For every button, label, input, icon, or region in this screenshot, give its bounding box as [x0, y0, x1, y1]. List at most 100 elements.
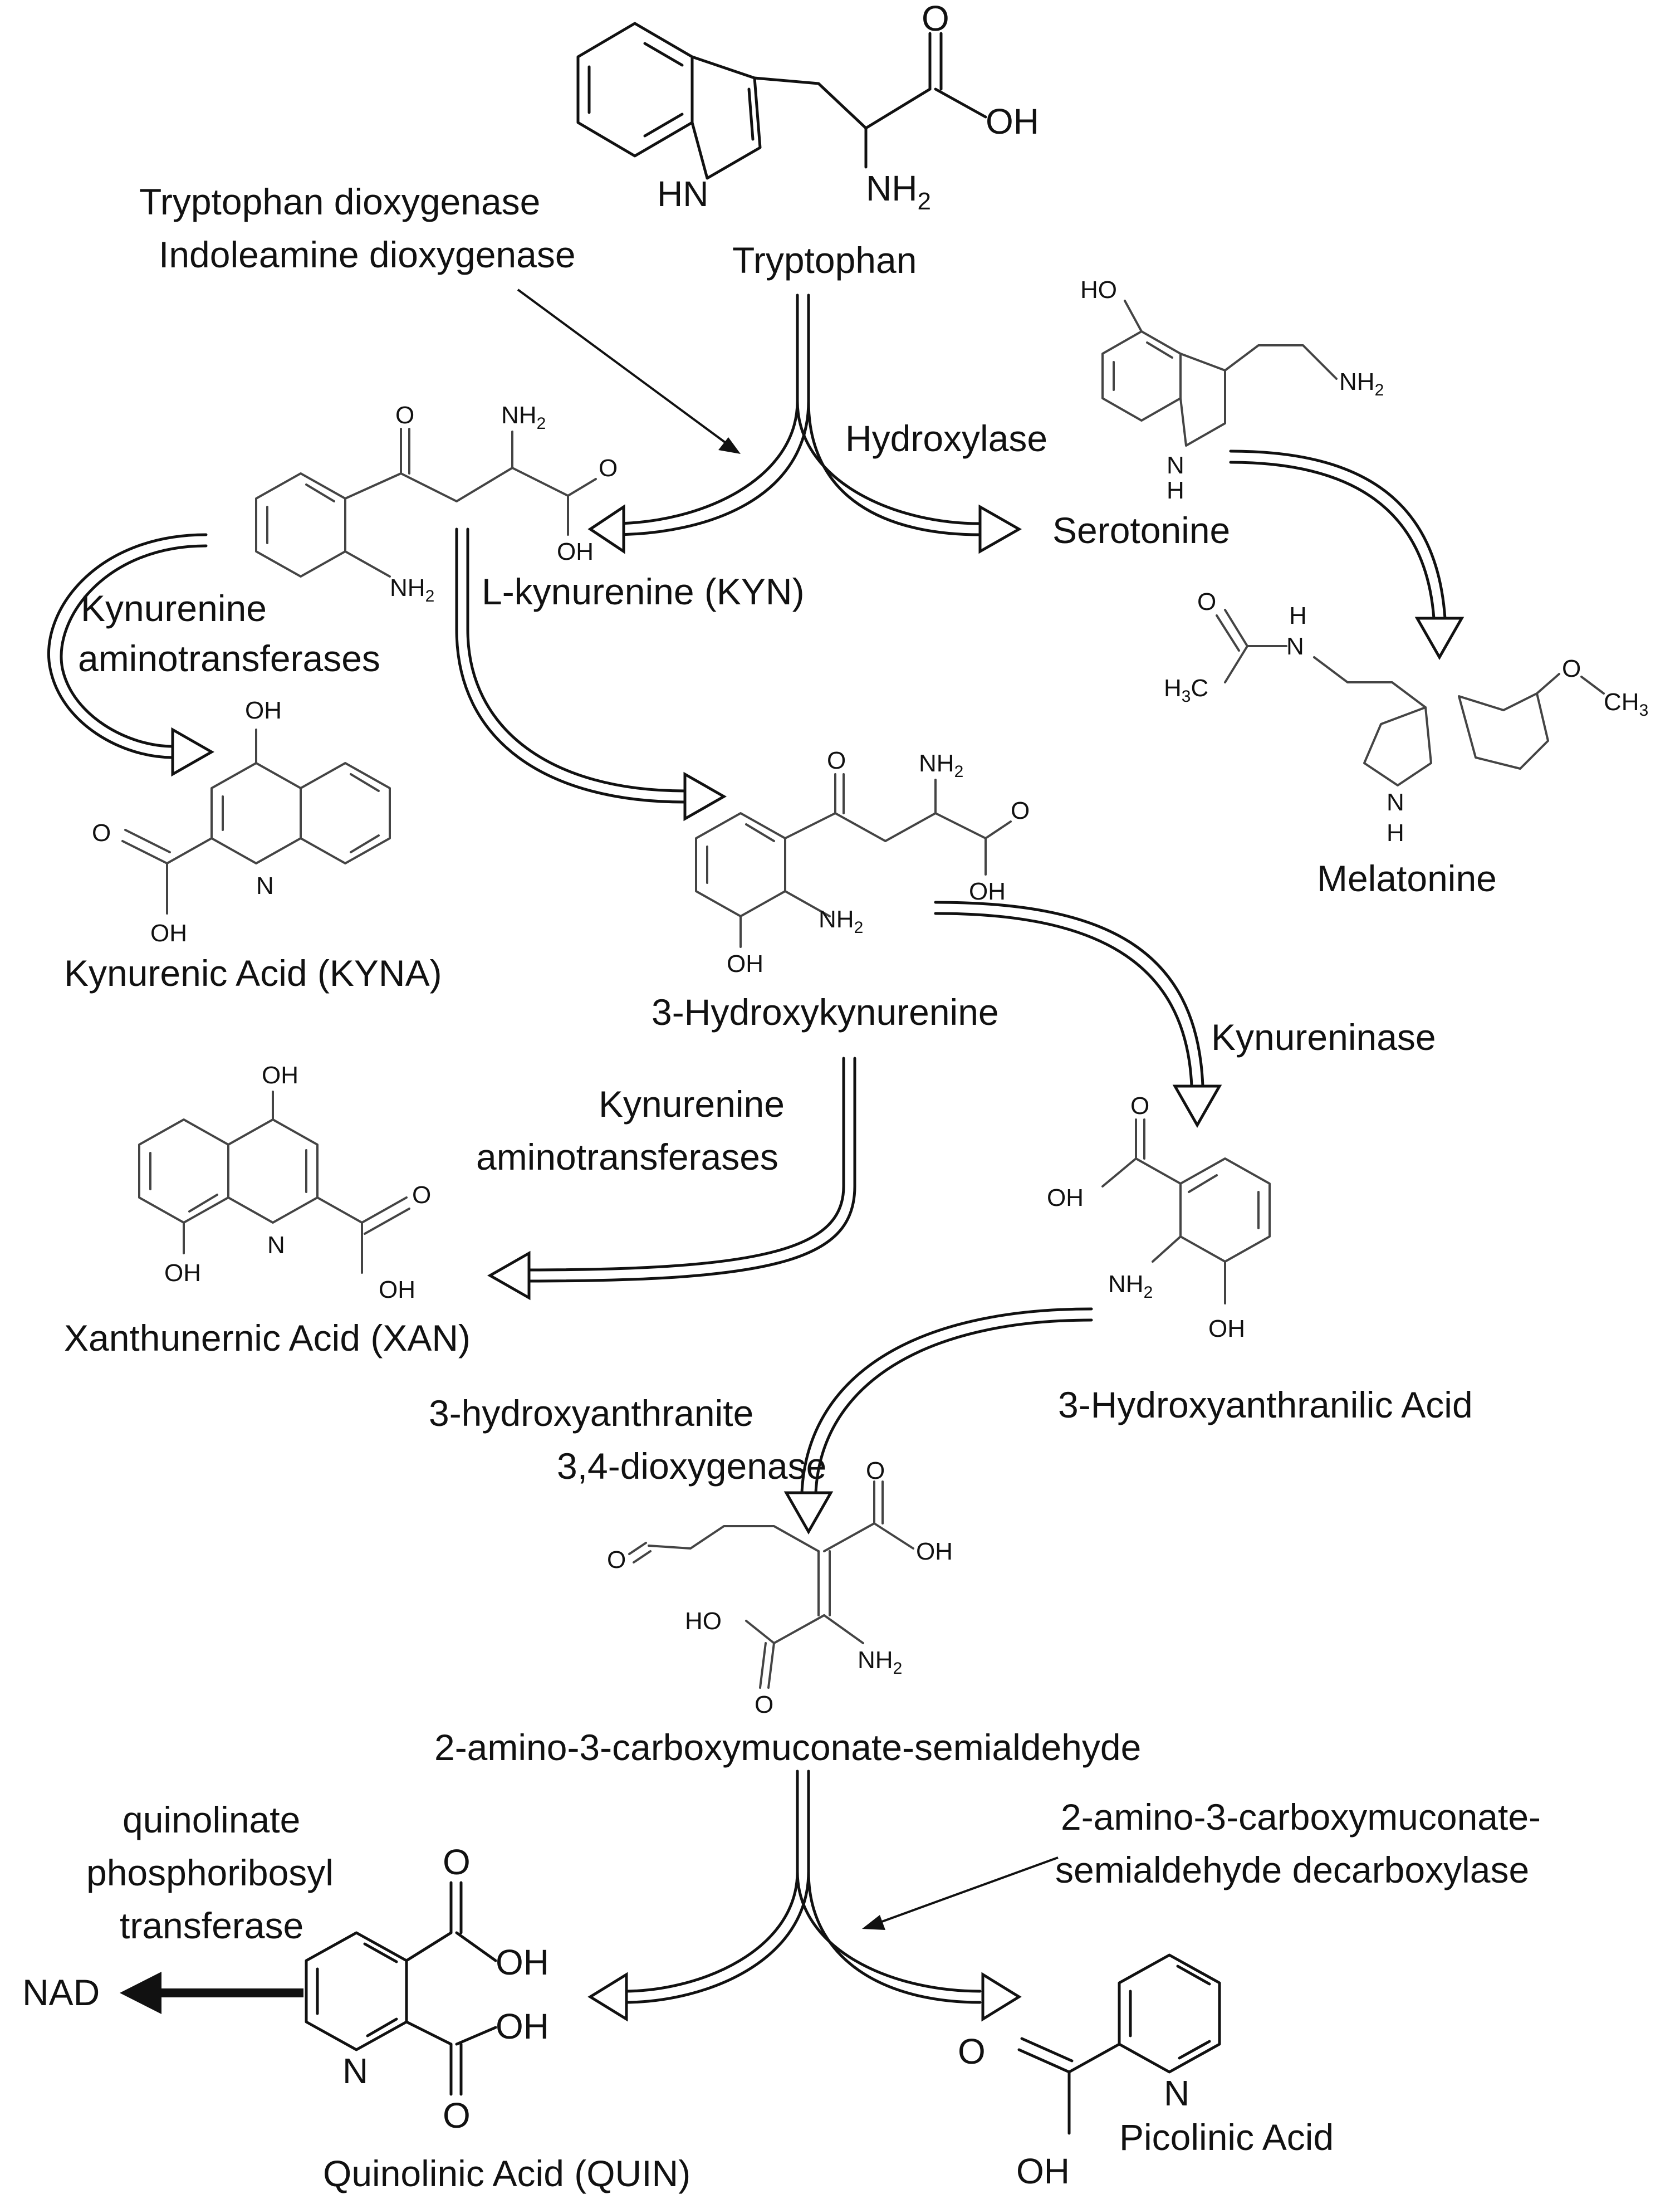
picolinic-acid-label: Picolinic Acid [1119, 2117, 1334, 2158]
svg-text:NH2: NH2 [390, 574, 434, 605]
atom-subscript: 2 [854, 918, 864, 937]
branch-arrow-tryptophan [587, 294, 1022, 554]
quinolinic-acid-label: Quinolinic Acid (QUIN) [323, 2153, 690, 2194]
enzyme-hydroxylase: Hydroxylase [845, 418, 1047, 459]
svg-text:H3C: H3C [1164, 675, 1208, 706]
atom-label: N [267, 1232, 285, 1259]
melatonine-label: Melatonine [1317, 858, 1497, 899]
atom-label: H [1289, 602, 1307, 629]
enzyme-kat1-line2: aminotransferases [78, 638, 380, 679]
atom-label: OH [557, 538, 594, 565]
atom-subscript: 2 [893, 1659, 903, 1678]
atom-label: NH [919, 750, 954, 777]
atom-label: N [1286, 633, 1304, 660]
pointer-acmsd [874, 1856, 1059, 1926]
svg-text:NH2: NH2 [1339, 368, 1384, 399]
atom-label: OH [496, 1942, 549, 1982]
atom-label: NH [819, 906, 854, 933]
atom-label: N [342, 2051, 368, 2091]
atom-label: N [1167, 452, 1184, 479]
atom-label: O [1130, 1092, 1149, 1120]
arrow-3hk-3haa [934, 901, 1222, 1128]
atom-label: N [256, 872, 274, 900]
atom-label: OH [262, 1062, 298, 1089]
atom-label: O [1562, 655, 1581, 682]
atom-label: NH [1108, 1270, 1144, 1298]
atom-label: N [1164, 2073, 1189, 2113]
enzyme-kat1-line1: Kynurenine [81, 588, 267, 629]
atom-label: OH [916, 1538, 953, 1565]
atom-label: OH [969, 878, 1006, 905]
atom-subscript: 2 [1144, 1283, 1153, 1302]
atom-subscript: 2 [1375, 381, 1384, 399]
atom-label: OH [379, 1276, 415, 1303]
atom-subscript: 2 [537, 414, 546, 433]
enzyme-kat2-line2: aminotransferases [476, 1136, 778, 1177]
svg-text:CH3: CH3 [1604, 688, 1648, 720]
atom-label: N [1387, 789, 1404, 816]
tryptophan-structure: O OH HN NH2 [576, 0, 1039, 215]
atom-label: OH [164, 1259, 201, 1287]
xanthurenic-acid-structure: OH N OH O OH [138, 1062, 431, 1303]
enzyme-dioxygenase-line2: Indoleamine dioxygenase [159, 234, 576, 275]
enzyme-dioxygenase-line1: Tryptophan dioxygenase [139, 181, 540, 222]
svg-text:NH2: NH2 [919, 750, 963, 781]
svg-text:NH2: NH2 [501, 402, 546, 433]
atom-label: NH [858, 1646, 893, 1674]
atom-label: C [1191, 675, 1208, 702]
atom-label: OH [1016, 2151, 1070, 2191]
atom-subscript: 2 [954, 763, 964, 781]
atom-label: OH [245, 697, 282, 724]
atom-label: H [1167, 477, 1184, 504]
atom-label: O [755, 1691, 773, 1718]
melatonine-structure: O H N H3C O CH3 N H [1164, 588, 1648, 847]
enzyme-haao-line1: 3-hydroxyanthranite [429, 1392, 753, 1434]
nad-label: NAD [22, 1972, 100, 2013]
atom-label: NH [501, 402, 537, 429]
pointer-dioxygenase [517, 289, 731, 447]
arrow-serotonine-melatonine [1229, 449, 1465, 661]
acms-structure: O O OH HO NH2 O [607, 1457, 953, 1718]
serotonine-label: Serotonine [1052, 510, 1230, 551]
atom-label: O [92, 819, 111, 847]
xanthurenic-acid-label: Xanthunernic Acid (XAN) [64, 1317, 471, 1359]
atom-label: O [922, 0, 949, 38]
atom-label: O [395, 402, 414, 429]
atom-label: O [607, 1546, 626, 1573]
pointer-dioxygenase-head [718, 437, 741, 454]
atom-label: O [412, 1181, 431, 1209]
atom-subscript: 3 [1182, 687, 1191, 706]
serotonine-structure: HO NH2 N H [1080, 276, 1384, 504]
kynurenic-acid-structure: OH O N OH [92, 697, 391, 947]
picolinic-acid-structure: O N OH [958, 1953, 1221, 2191]
atom-label: OH [727, 950, 763, 978]
branch-arrow-acms [587, 1770, 1022, 2022]
arrow-kyn-kyna [47, 533, 215, 777]
hydroxyanthranilic-acid-label: 3-Hydroxyanthranilic Acid [1058, 1384, 1473, 1425]
enzyme-acmsd-line1: 2-amino-3-carboxymuconate- [1061, 1796, 1541, 1838]
atom-label: H [1164, 675, 1182, 702]
enzyme-qprt-line3: transferase [120, 1905, 303, 1946]
atom-label: O [1197, 588, 1216, 615]
atom-label: NH [866, 168, 917, 208]
tryptophan-label: Tryptophan [732, 240, 917, 281]
arrow-quin-nad-head [120, 1972, 161, 2014]
svg-text:NH2: NH2 [819, 906, 863, 937]
enzyme-qprt-line1: quinolinate [123, 1799, 300, 1840]
atom-label: O [443, 1842, 471, 1882]
atom-label: O [827, 747, 846, 774]
atom-label: HO [685, 1607, 722, 1635]
atom-label: NH [390, 574, 425, 602]
arrow-3hk-xan [487, 1057, 856, 1301]
arrow-kyn-3hk [455, 527, 727, 822]
enzyme-kat2-line1: Kynurenine [599, 1083, 785, 1125]
arrow-3haa-acms [783, 1307, 1093, 1535]
atom-label: H [1387, 819, 1404, 847]
atom-label: O [599, 455, 618, 482]
atom-label: OH [986, 101, 1039, 141]
hydroxykynurenine-structure: O NH2 O OH NH2 OH [695, 747, 1030, 978]
hydroxyanthranilic-acid-structure: O OH NH2 OH [1047, 1092, 1271, 1342]
atom-label: OH [496, 2006, 549, 2046]
quinolinic-acid-structure: O OH OH N O [305, 1842, 549, 2136]
atom-subscript: 2 [917, 188, 930, 215]
